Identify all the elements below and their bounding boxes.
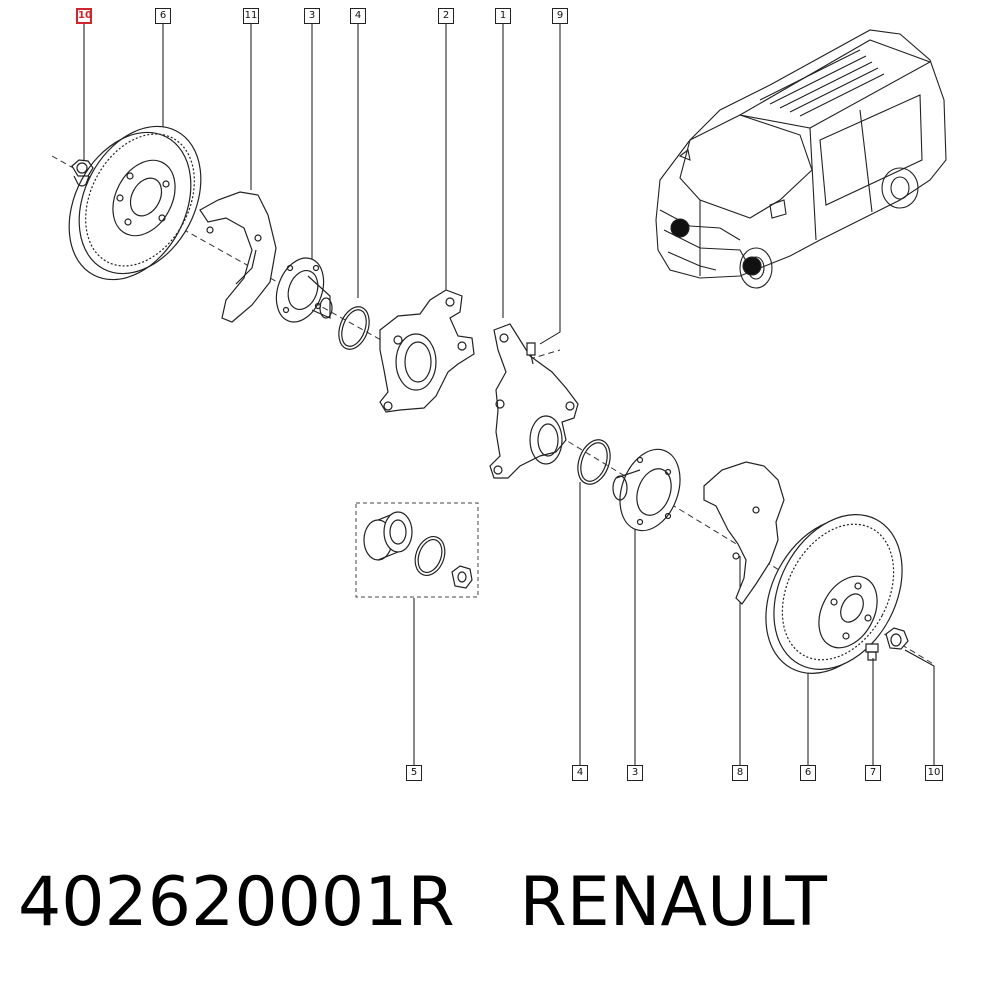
callout-part-11-top[interactable]: 11 (243, 8, 259, 24)
bearing-circlip (410, 532, 450, 579)
dust-shield-right (704, 462, 784, 604)
callout-part-7-bottom[interactable]: 7 (865, 765, 881, 781)
circlip-right (572, 435, 616, 488)
callout-part-8-bottom[interactable]: 8 (732, 765, 748, 781)
wheel-stud (866, 644, 878, 660)
exploded-parts-diagram (0, 24, 1000, 766)
callout-part-5-bottom[interactable]: 5 (406, 765, 422, 781)
hub-nut (452, 566, 472, 588)
part-number-caption: 402620001R RENAULT (18, 863, 827, 942)
brake-disc-left (45, 105, 225, 300)
callout-part-2-top[interactable]: 2 (438, 8, 454, 24)
wheel-nut-right (886, 628, 908, 649)
callout-part-3-bottom[interactable]: 3 (627, 765, 643, 781)
brake-disc-right (740, 492, 927, 695)
callout-part-4-bottom[interactable]: 4 (572, 765, 588, 781)
callout-part-10-top[interactable]: 10 (76, 8, 92, 24)
callout-part-3-top[interactable]: 3 (304, 8, 320, 24)
bolt-part-9 (527, 343, 535, 364)
wheel-bearing (364, 512, 412, 560)
wheel-hub-right (609, 441, 690, 539)
callout-part-4-top[interactable]: 4 (350, 8, 366, 24)
steering-knuckle-right (490, 324, 578, 478)
van-illustration (656, 30, 946, 288)
callout-part-1-top[interactable]: 1 (495, 8, 511, 24)
wheel-hub-left (268, 251, 332, 328)
callout-part-6-bottom[interactable]: 6 (800, 765, 816, 781)
steering-knuckle-left (380, 290, 474, 412)
bearing-kit-box (356, 503, 478, 597)
wheel-nut-left (72, 160, 93, 186)
circlip-left (333, 303, 374, 354)
callout-part-6-top[interactable]: 6 (155, 8, 171, 24)
dust-shield-left (200, 192, 276, 322)
callout-part-10-bottom[interactable]: 10 (925, 765, 943, 781)
callout-part-9-top[interactable]: 9 (552, 8, 568, 24)
